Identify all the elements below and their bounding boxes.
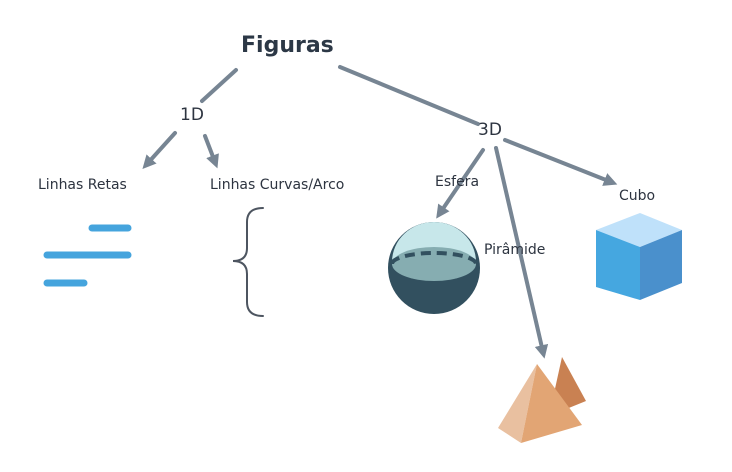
straight-lines-icon [43,224,132,287]
cube-icon [596,213,682,300]
curly-brace-icon [232,207,264,317]
node-linhas-curvas-label: Linhas Curvas/Arco [210,177,345,193]
node-1d-label: 1D [180,105,204,125]
pyramid-icon [498,357,586,443]
node-esfera-label: Esfera [435,174,480,190]
edge-figuras-3d [338,65,480,126]
arrow-3d-cubo [503,138,618,186]
node-linhas-retas-label: Linhas Retas [38,177,127,193]
arrow-3d-esfera [436,148,485,219]
node-piramide-label: Pirâmide [484,242,546,258]
node-3d-label: 3D [478,120,502,140]
arrow-1d-linhas-retas [142,131,177,170]
edge-figuras-1d [200,68,238,103]
arrow-3d-piramide [494,146,549,359]
sphere-icon [388,222,480,314]
node-cubo-label: Cubo [619,188,656,204]
root-node-label: Figuras [241,33,334,58]
arrow-1d-linhas-curvas [203,134,219,169]
